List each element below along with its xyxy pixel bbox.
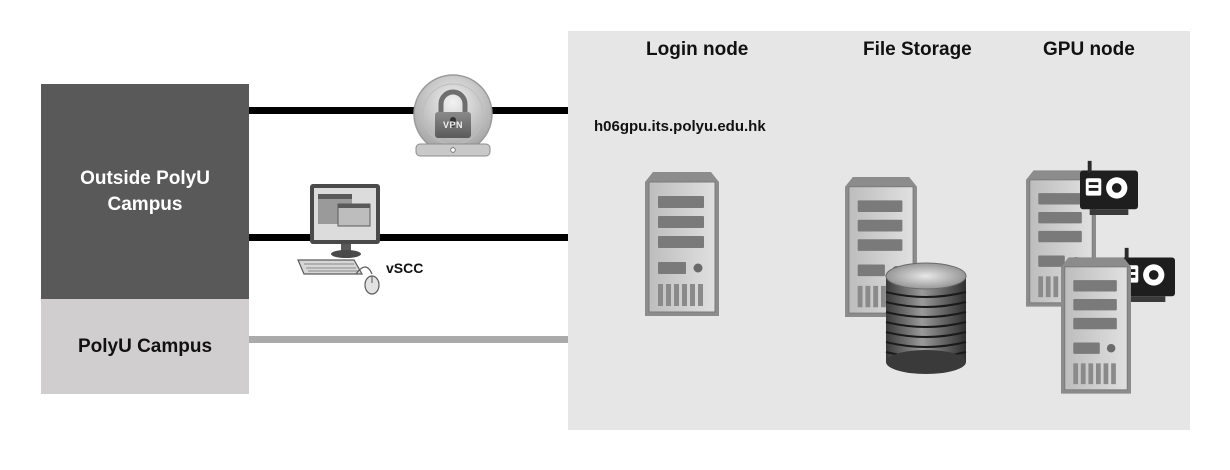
campus-label: PolyU Campus [77, 335, 213, 357]
disk-stack-icon [885, 262, 967, 374]
desktop-computer-icon [297, 184, 380, 295]
outside-campus-zone: Outside PolyU Campus [41, 84, 249, 299]
vpn-connection-line [249, 107, 568, 114]
campus-zone: PolyU Campus [41, 299, 249, 394]
vpn-badge-label: VPN [442, 120, 463, 130]
vpn-lock-icon [413, 74, 493, 157]
outside-campus-label: Outside PolyU Campus [80, 167, 210, 215]
login-server-icon [645, 172, 719, 316]
vscc-connection-line [249, 234, 568, 241]
login-node-heading: Login node [646, 39, 749, 60]
gpu-server-icon-front [1061, 253, 1131, 398]
campus-connection-line [249, 336, 568, 343]
gpu-node-heading: GPU node [1043, 39, 1135, 60]
vscc-label: vSCC [386, 260, 424, 276]
login-node-hostname: h06gpu.its.polyu.edu.hk [594, 118, 766, 135]
file-storage-heading: File Storage [863, 39, 972, 60]
gpu-card-icon-back [1080, 157, 1138, 215]
